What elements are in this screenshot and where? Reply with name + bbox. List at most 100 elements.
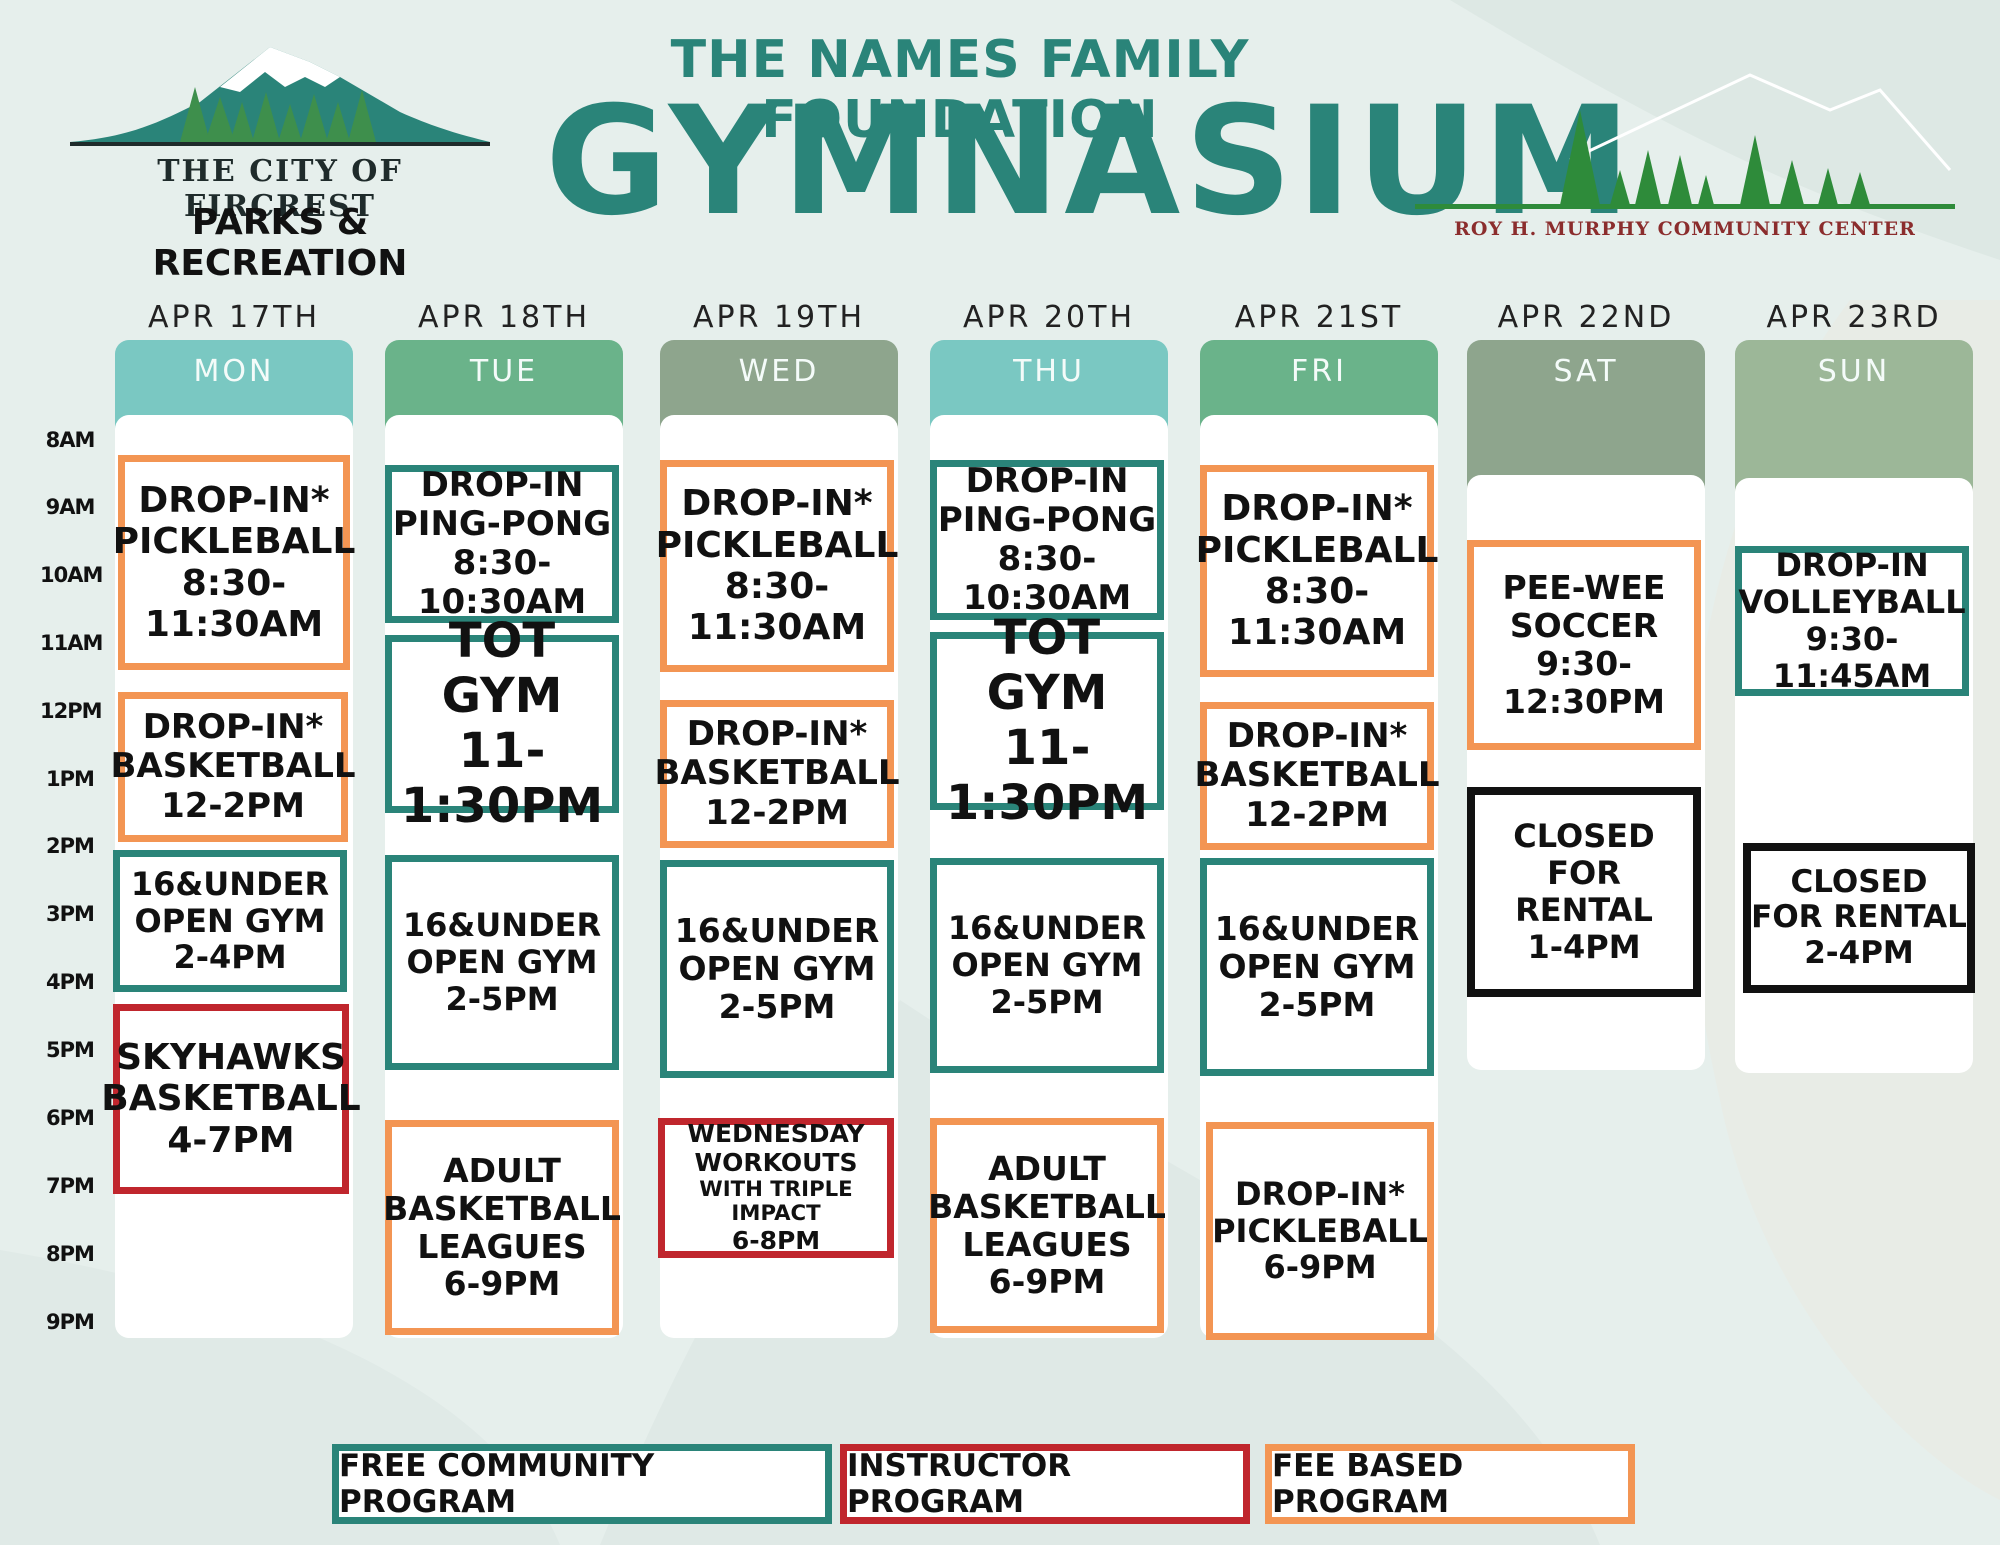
event-line: OPEN GYM	[406, 943, 598, 982]
time-label: 4PM	[46, 970, 95, 994]
legend-label: FEE BASED PROGRAM	[1272, 1448, 1464, 1520]
time-label: 2PM	[46, 834, 95, 858]
event-line: 12-2PM	[705, 792, 849, 833]
fircrest-parks-logo: THE CITY OF FIRCREST PARKS & RECREATION	[70, 42, 490, 284]
event-line: 8:30-11:30AM	[144, 562, 324, 645]
event-line: DROP-IN*	[1221, 488, 1413, 530]
event-line: 4-7PM	[167, 1119, 295, 1161]
event-line: DROP-IN*	[142, 707, 324, 748]
event-line: 12-2PM	[1245, 794, 1389, 835]
day-date: APR 18TH	[417, 300, 591, 335]
event-line: PICKLEBALL	[1212, 1211, 1428, 1250]
event-line: 9:30-12:30PM	[1502, 644, 1666, 721]
event-line: VOLLEYBALL	[1738, 583, 1966, 622]
time-label: 8AM	[45, 428, 96, 452]
event-line: OPEN GYM	[951, 946, 1143, 985]
time-label: 1PM	[46, 767, 95, 791]
event-line: DROP-IN*	[681, 483, 873, 525]
event-line: 16&UNDER	[130, 864, 330, 903]
time-label: 3PM	[46, 902, 95, 926]
event-line: BASKETBALL	[1194, 755, 1440, 796]
event-line: PICKLEBALL	[112, 521, 356, 563]
event-line: BASKETBALL	[110, 746, 356, 787]
event-line: DROP-IN*	[686, 714, 868, 755]
event-line: LEAGUES	[417, 1226, 587, 1266]
event-line: 2-4PM	[173, 938, 287, 977]
time-label: 9PM	[46, 1310, 95, 1334]
event-line: DROP-IN	[420, 464, 584, 505]
day-label: WED	[738, 354, 820, 389]
page-title: GYMNASIUM	[545, 75, 1636, 249]
event-line: SOCCER	[1509, 606, 1659, 646]
day-header: SUN	[1735, 340, 1973, 505]
event-line: PING-PONG	[392, 503, 612, 544]
time-label: 6PM	[46, 1106, 95, 1130]
day-date: APR 22ND	[1497, 300, 1675, 335]
time-label: 8PM	[46, 1242, 95, 1266]
event-line: 6-9PM	[443, 1264, 561, 1304]
event-line: 9:30-11:45AM	[1772, 620, 1932, 695]
event-line: BASKETBALL	[101, 1078, 361, 1120]
event-line: OPEN GYM	[134, 901, 326, 940]
legend-fee: FEE BASED PROGRAM	[1265, 1444, 1635, 1524]
legend-label: INSTRUCTOR PROGRAM	[847, 1448, 1072, 1520]
day-label: SAT	[1553, 354, 1619, 389]
event-line: WITH TRIPLE IMPACT	[699, 1176, 853, 1227]
event-line: 11-1:30PM	[400, 723, 604, 835]
event-line: LEAGUES	[962, 1224, 1132, 1264]
event-line: PING-PONG	[937, 499, 1157, 540]
time-label: 9AM	[45, 495, 96, 519]
event-line: 6-8PM	[731, 1225, 821, 1255]
event-line: FOR RENTAL	[1515, 854, 1653, 929]
event-line: 16&UNDER	[1214, 909, 1420, 949]
time-label: 11AM	[40, 631, 103, 655]
event-line: DROP-IN	[1775, 546, 1929, 585]
event-line: 8:30-11:30AM	[1227, 571, 1407, 654]
event-line: 2-5PM	[445, 979, 559, 1018]
event-line: 2-4PM	[1804, 934, 1914, 971]
event-line: 11-1:30PM	[945, 720, 1149, 832]
event-line: 16&UNDER	[402, 906, 602, 945]
event-line: DROP-IN*	[138, 479, 330, 521]
event-line: 16&UNDER	[674, 911, 880, 951]
day-date: APR 21ST	[1234, 300, 1404, 335]
community-center-logo: ROY H. MURPHY COMMUNITY CENTER	[1410, 60, 1960, 250]
time-label: 5PM	[46, 1038, 95, 1062]
day-header: SAT	[1467, 340, 1705, 500]
event-line: FOR RENTAL	[1751, 899, 1967, 936]
time-label: 12PM	[40, 699, 103, 723]
legend-free: FREE COMMUNITY PROGRAM	[332, 1444, 832, 1524]
event-line: 8:30-10:30AM	[417, 543, 587, 623]
event-line: 8:30-11:30AM	[687, 566, 867, 649]
day-label: MON	[193, 354, 275, 389]
event-line: 6-9PM	[988, 1262, 1106, 1302]
event-line: WEDNESDAY	[687, 1119, 865, 1149]
event-line: 16&UNDER	[947, 909, 1147, 948]
event-line: 2-5PM	[1258, 984, 1376, 1024]
event-line: 12-2PM	[161, 785, 305, 826]
legend-label: FREE COMMUNITY PROGRAM	[339, 1448, 655, 1520]
event-line: CLOSED	[1513, 817, 1655, 856]
